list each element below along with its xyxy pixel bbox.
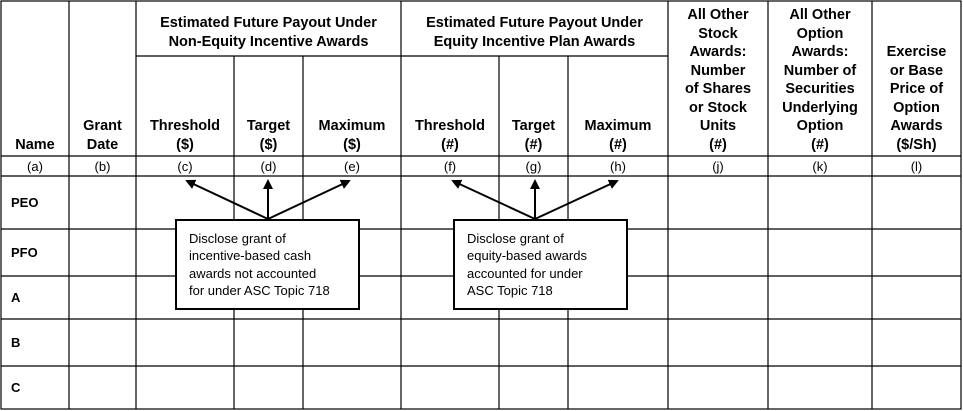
group-header-non-equity: Estimated Future Payout Under Non-Equity… xyxy=(160,15,377,50)
row-label-c: C xyxy=(11,380,21,395)
header-name: Name xyxy=(15,136,55,153)
header-ne-maximum: Maximum ($) xyxy=(318,118,386,153)
letter-k: (k) xyxy=(812,158,828,174)
letter-g: (g) xyxy=(525,158,542,174)
row-label-pfo: PFO xyxy=(11,245,38,260)
header-eq-maximum: Maximum (#) xyxy=(584,118,652,153)
row-label-b: B xyxy=(11,335,21,350)
letter-f: (f) xyxy=(443,158,457,174)
letter-j: (j) xyxy=(712,158,724,174)
group-header-equity: Estimated Future Payout Under Equity Inc… xyxy=(426,15,643,50)
letter-l: (l) xyxy=(910,158,923,174)
header-grant-date: Grant Date xyxy=(83,118,122,153)
header-option-awards: All Other Option Awards: Number of Secur… xyxy=(782,7,858,153)
header-stock-awards: All Other Stock Awards: Number of Shares… xyxy=(684,7,752,153)
row-label-a: A xyxy=(11,290,21,305)
letter-c: (c) xyxy=(177,158,193,174)
header-ne-target: Target ($) xyxy=(246,118,291,153)
header-eq-threshold: Threshold (#) xyxy=(414,118,486,153)
header-exercise-price: Exercise or Base Price of Option Awards … xyxy=(886,44,947,153)
letter-d: (d) xyxy=(260,158,277,174)
header-eq-target: Target (#) xyxy=(511,118,556,153)
letter-b: (b) xyxy=(94,158,111,174)
letter-e: (e) xyxy=(344,158,360,174)
letter-a: (a) xyxy=(27,158,43,174)
callout-equity-awards: Disclose grant of equity-based awards ac… xyxy=(453,219,628,310)
callout-cash-awards: Disclose grant of incentive-based cash a… xyxy=(175,219,360,310)
letter-h: (h) xyxy=(610,158,626,174)
header-ne-threshold: Threshold ($) xyxy=(149,118,221,153)
row-label-peo: PEO xyxy=(11,195,39,210)
